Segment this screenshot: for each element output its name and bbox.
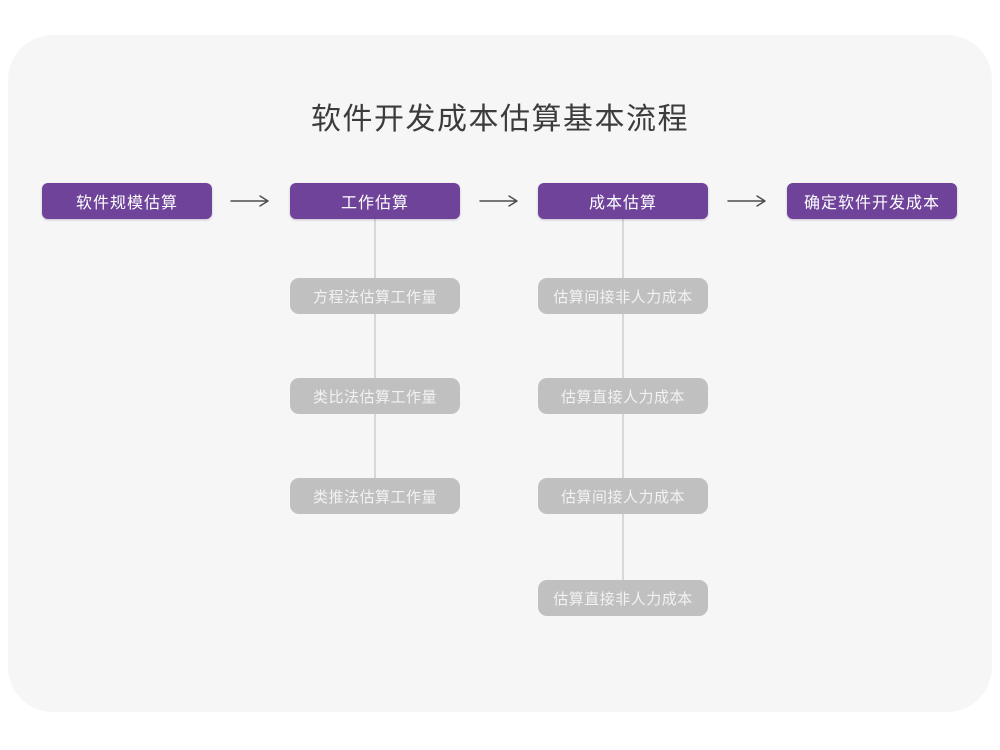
substep-extrapolation-method-effort: 类推法估算工作量 (290, 478, 460, 514)
diagram-title: 软件开发成本估算基本流程 (311, 103, 689, 136)
substep-direct-nonlabor-cost: 估算直接非人力成本 (538, 580, 708, 616)
substep-indirect-nonlabor-cost: 估算间接非人力成本 (538, 278, 708, 314)
right-arrow-icon (479, 195, 518, 207)
substep-equation-method-effort: 方程法估算工作量 (290, 278, 460, 314)
stage-determine-development-cost: 确定软件开发成本 (787, 183, 957, 219)
diagram-card (8, 35, 992, 712)
substep-direct-labor-cost: 估算直接人力成本 (538, 378, 708, 414)
stage-software-size-estimation: 软件规模估算 (42, 183, 212, 219)
substep-analogy-method-effort: 类比法估算工作量 (290, 378, 460, 414)
stage-work-estimation: 工作估算 (290, 183, 460, 219)
substep-indirect-labor-cost: 估算间接人力成本 (538, 478, 708, 514)
right-arrow-icon (230, 195, 269, 207)
right-arrow-icon (727, 195, 766, 207)
stage-cost-estimation: 成本估算 (538, 183, 708, 219)
connector-line-work-estimation (374, 218, 376, 481)
